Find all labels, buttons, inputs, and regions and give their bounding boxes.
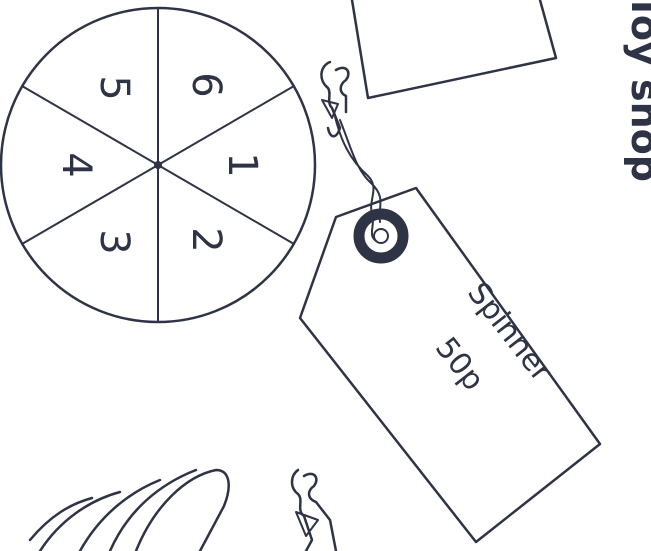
tag-price: 50p [428,331,491,398]
spinner-number-2: 2 [183,227,229,252]
spinner-centre-dot [154,161,162,169]
spinner-number-3: 3 [91,229,137,254]
spinner-number-4: 4 [53,152,99,177]
spinner-wheel: 6 1 2 3 4 5 [1,8,315,322]
spinner-number-1: 1 [219,152,265,177]
shop-title-group: Toy shop [623,0,651,182]
partial-toy-outline [30,470,229,551]
lower-hook-icon [292,470,336,551]
hook-icon [321,62,348,136]
spinner-number-6: 6 [183,72,229,97]
price-tag: Spinner 50p [300,188,600,542]
tag-hole [374,229,388,243]
spinner-number-5: 5 [91,75,137,100]
shop-title: Toy shop [623,0,651,182]
answer-box [352,0,556,98]
